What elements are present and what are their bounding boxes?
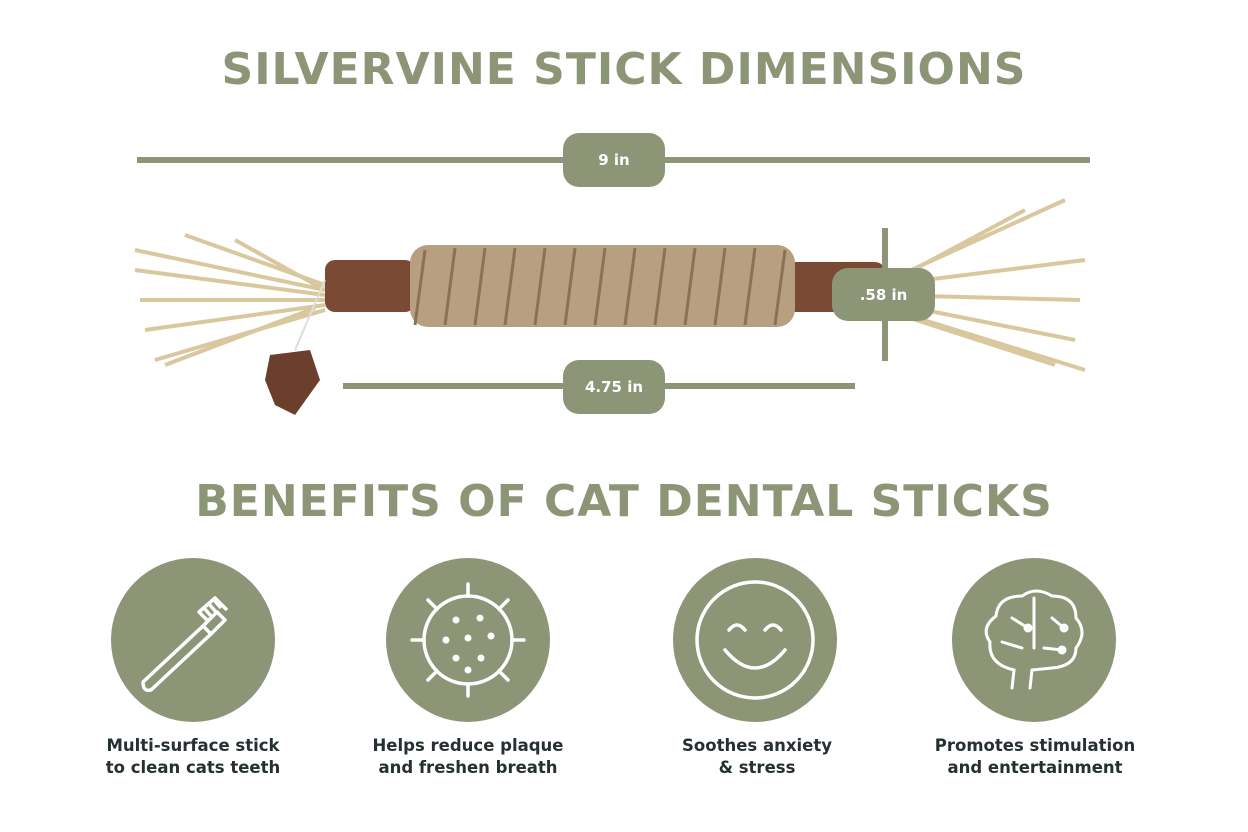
benefit-label-plaque: Helps reduce plaque and freshen breath bbox=[348, 735, 588, 779]
benefits-title: BENEFITS OF CAT DENTAL STICKS bbox=[195, 476, 1053, 527]
brain-icon bbox=[952, 558, 1116, 722]
length-badge: 9 in bbox=[563, 133, 665, 187]
benefit-line: and freshen breath bbox=[378, 758, 558, 777]
benefit-line: and entertainment bbox=[947, 758, 1123, 777]
benefit-line: Soothes anxiety bbox=[682, 736, 832, 755]
benefit-line: to clean cats teeth bbox=[105, 758, 281, 777]
benefit-line: & stress bbox=[718, 758, 796, 777]
wrap-length-badge: 4.75 in bbox=[563, 360, 665, 414]
benefit-label-cleaning: Multi-surface stick to clean cats teeth bbox=[73, 735, 313, 779]
benefit-line: Helps reduce plaque bbox=[372, 736, 564, 755]
diameter-badge: .58 in bbox=[832, 268, 935, 321]
germ-icon bbox=[386, 558, 550, 722]
benefit-line: Promotes stimulation bbox=[934, 736, 1136, 755]
smiley-icon bbox=[673, 558, 837, 722]
benefit-label-stimulation: Promotes stimulation and entertainment bbox=[915, 735, 1155, 779]
toothbrush-icon bbox=[111, 558, 275, 722]
dimensions-title: SILVERVINE STICK DIMENSIONS bbox=[221, 44, 1027, 95]
benefit-line: Multi-surface stick bbox=[106, 736, 280, 755]
benefit-label-anxiety: Soothes anxiety & stress bbox=[637, 735, 877, 779]
